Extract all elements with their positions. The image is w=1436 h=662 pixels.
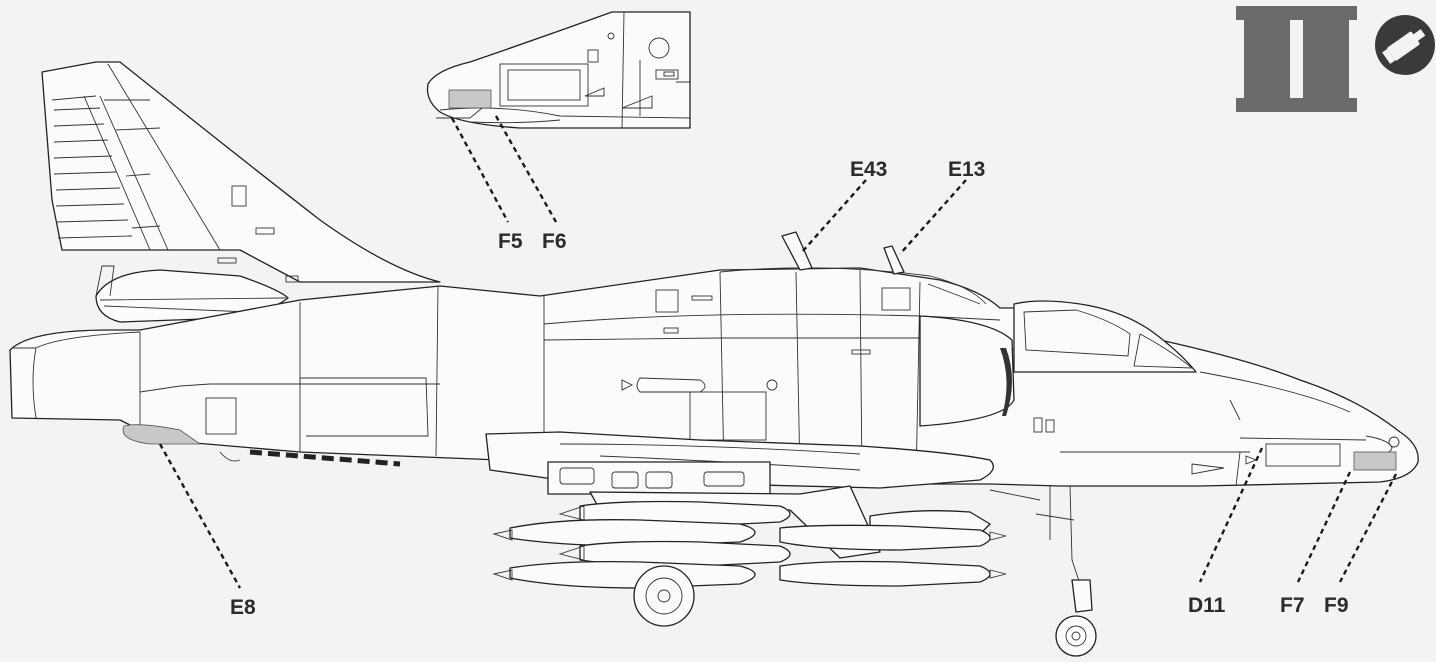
callout-e43: E43 <box>850 158 887 181</box>
aircraft-side-view <box>9 61 1419 657</box>
step-number-badge <box>1236 6 1357 112</box>
glue-tube-icon <box>1375 15 1435 75</box>
nose-detail-inset <box>426 11 691 129</box>
callout-e13: E13 <box>948 158 985 181</box>
callout-f5: F5 <box>498 230 523 253</box>
callout-labels: E43 E13 F5 F6 E8 D11 F7 F9 <box>230 158 1349 619</box>
callout-e8: E8 <box>230 596 256 619</box>
callout-d11: D11 <box>1188 594 1226 617</box>
leader-lines <box>158 115 1398 589</box>
callout-f9: F9 <box>1324 594 1349 617</box>
callout-f6: F6 <box>542 230 567 253</box>
callout-f7: F7 <box>1280 594 1305 617</box>
